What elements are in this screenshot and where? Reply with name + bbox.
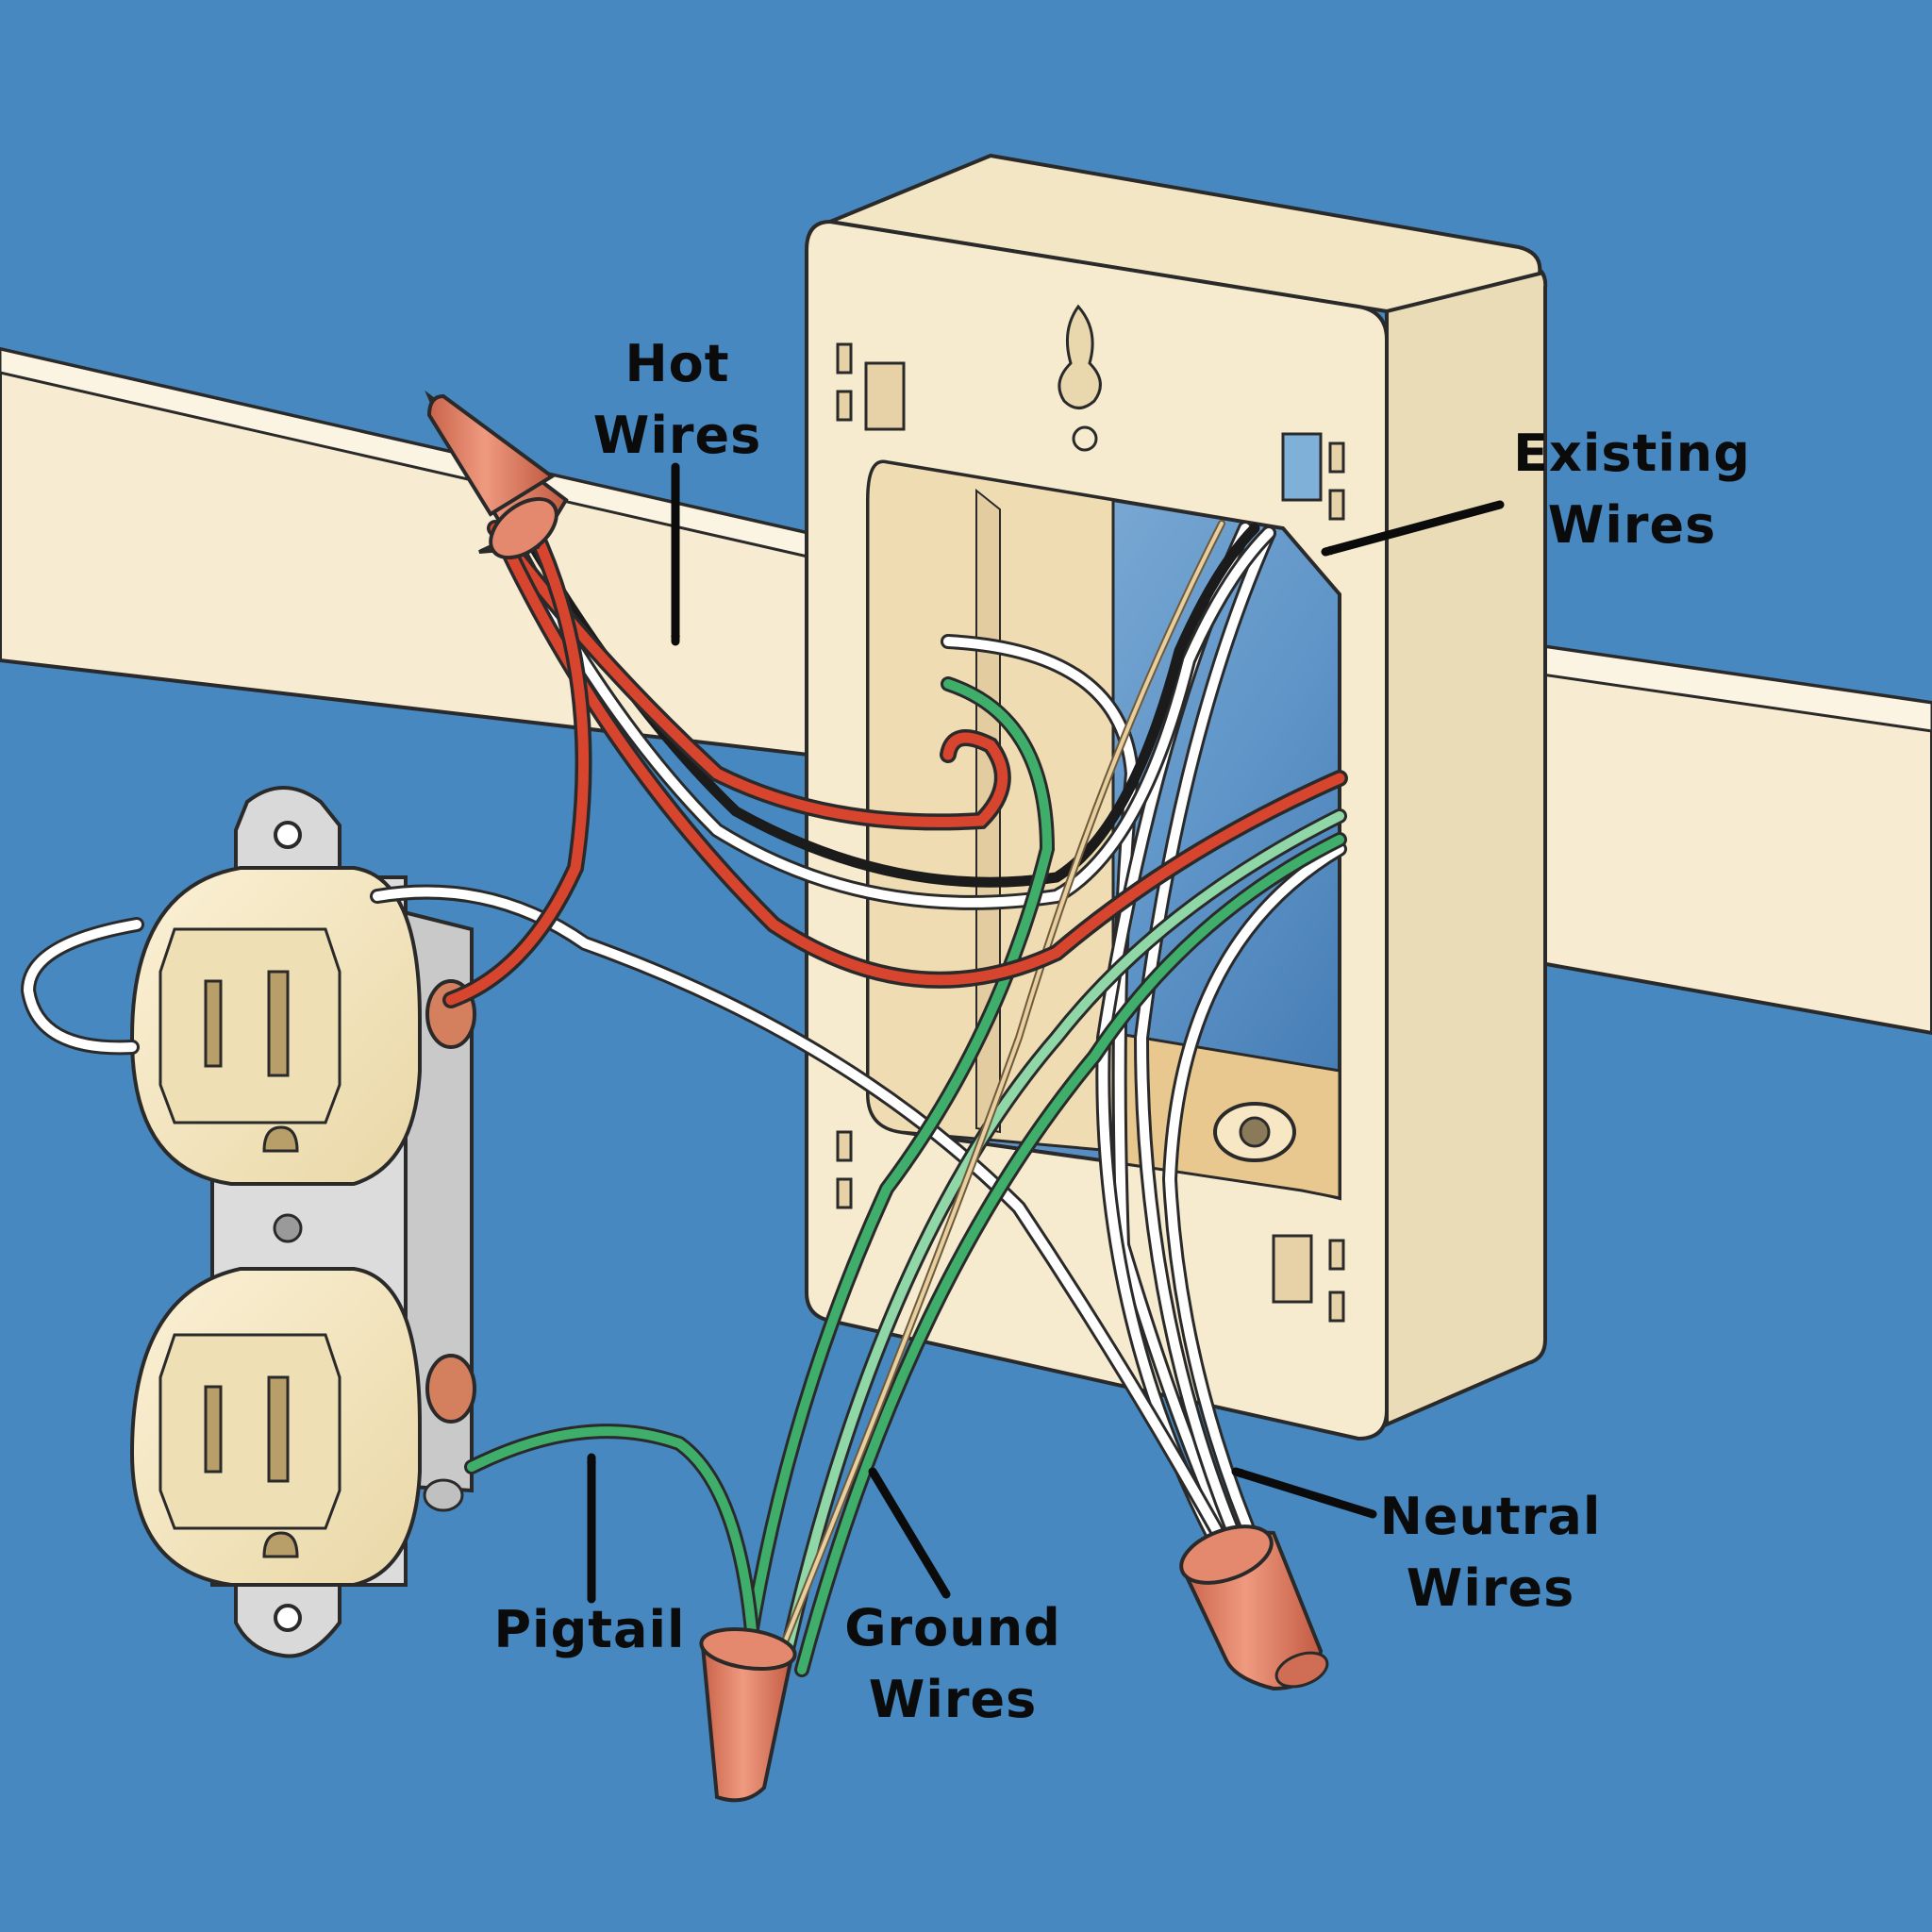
arrow-ground-wires (868, 1467, 951, 1599)
receptacle (129, 786, 476, 1658)
bare-wires (770, 520, 1225, 1674)
label-pigtail-line-1: Pigtail (493, 1600, 686, 1659)
label-ground-line-2: Wires (868, 1670, 1038, 1729)
callout-arrows (587, 462, 1505, 1604)
label-hot-line-2: Wires (592, 406, 762, 465)
label-existing-wires: Existing Wires (1495, 418, 1769, 561)
wire-nut-ground (699, 1627, 797, 1803)
wire-nut-hot (425, 390, 569, 560)
label-neutral-line-1: Neutral (1379, 1487, 1602, 1546)
label-pigtail: Pigtail (476, 1594, 703, 1666)
label-existing-line-1: Existing (1513, 424, 1751, 483)
wire-nut-neutral (1179, 1524, 1329, 1691)
wall-stud-right (1507, 639, 1932, 1036)
ground-wires (464, 676, 1347, 1677)
arrow-existing-wires (1321, 500, 1505, 557)
label-hot-wires: Hot Wires (564, 328, 791, 472)
label-ground-line-1: Ground (844, 1598, 1061, 1657)
hot-wires (442, 520, 1348, 1008)
label-ground-wires: Ground Wires (830, 1592, 1075, 1736)
neutral-wires (20, 516, 1347, 1569)
label-existing-line-2: Wires (1547, 495, 1717, 555)
label-neutral-line-2: Wires (1406, 1558, 1575, 1618)
label-neutral-wires: Neutral Wires (1363, 1481, 1618, 1624)
arrow-neutral-wires (1231, 1467, 1377, 1519)
label-hot-line-1: Hot (625, 334, 730, 393)
